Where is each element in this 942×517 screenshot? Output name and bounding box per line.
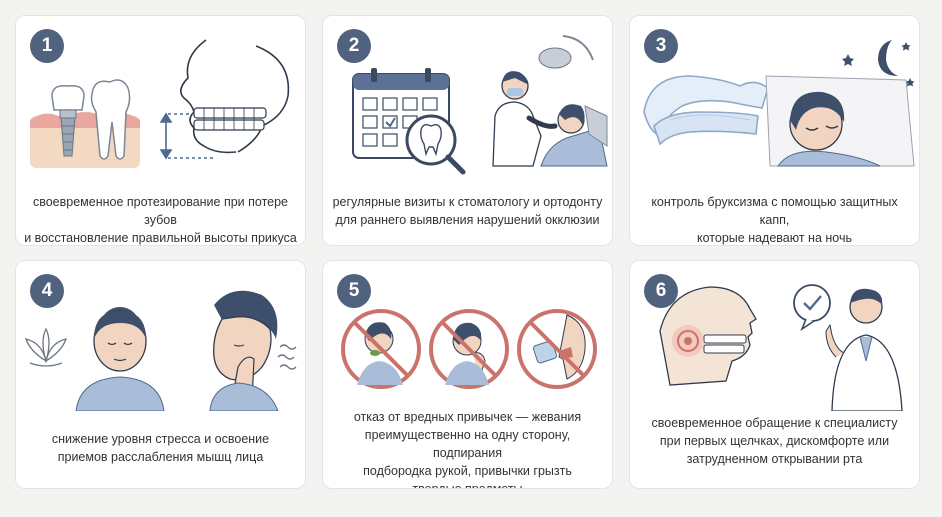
tooth-icon [90,79,131,160]
checkmark-speech-bubble-icon [793,284,831,332]
face-profile-jaw-icon [180,39,290,154]
dental-implant-illustration [30,39,290,168]
dentist-visit-illustration [352,35,608,175]
tip-card-bruxism-guard: 3 контроль бруксизма с помощью защитных … [629,15,920,246]
teeth-row-icon [193,107,267,131]
doctor-icon [825,288,903,411]
tip-card-prosthetics: 1 [15,15,306,246]
no-chin-resting-icon [429,309,509,389]
tip-card-stress-relief: 4 снижение уровня с [15,260,306,489]
dental-lamp-icon [538,35,594,69]
calm-woman-icon [75,307,165,411]
tip-caption: регулярные визиты к стоматологу и ортодо… [332,195,603,227]
tip-card-bad-habits: 5 отказ от вредных привычек — жевания пр… [322,260,613,489]
mouth-guard-icon [643,75,769,146]
bite-height-arrow-icon [159,112,216,160]
step-number-badge: 6 [644,274,678,308]
night-guard-illustration [643,40,915,167]
tip-caption: контроль бруксизма с помощью защитных ка… [651,195,898,245]
bad-habits-illustration [341,309,597,389]
step-number-badge: 4 [30,274,64,308]
step-number-badge: 2 [337,29,371,63]
dentist-icon [492,71,558,167]
tip-caption: снижение уровня стресса и освоение прием… [51,432,270,464]
star-icon [842,42,915,87]
jaw-pain-profile-icon [659,286,757,386]
no-biting-hard-objects-icon [517,309,597,389]
tip-card-see-specialist: 6 своевременное обращение к специалисту … [629,260,920,489]
step-number-badge: 1 [30,29,64,63]
tension-waves-icon [277,344,297,370]
step-number-badge: 3 [644,29,678,63]
patient-in-chair-icon [540,104,608,167]
tip-card-dentist-visits: 2 [322,15,613,246]
implant-icon [51,84,85,157]
tip-caption: отказ от вредных привычек — жевания преи… [353,410,582,489]
lotus-icon [25,327,67,367]
relaxation-illustration [25,290,297,411]
magnifier-tooth-icon [405,114,466,175]
jaw-massage-icon [209,290,279,411]
tip-caption: своевременное обращение к специалисту пр… [651,416,898,466]
specialist-consult-illustration [659,284,903,411]
step-number-badge: 5 [337,274,371,308]
sleeping-person-icon [765,75,915,167]
moon-icon [878,40,898,76]
tip-caption: своевременное протезирование при потере … [24,195,297,245]
no-one-side-chewing-icon [341,309,421,389]
